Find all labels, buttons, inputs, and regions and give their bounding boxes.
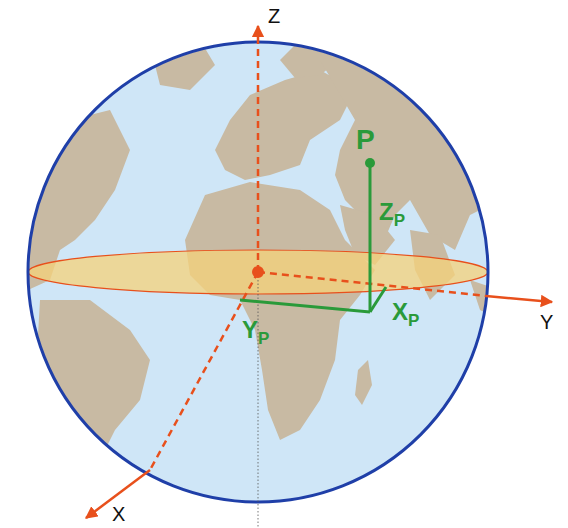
axis-label: Z — [268, 6, 280, 26]
y-axis-arrow — [486, 296, 552, 302]
z-axis — [257, 42, 260, 272]
component-label: YP — [242, 318, 269, 342]
z-axis-arrow — [257, 26, 260, 42]
y-component — [240, 300, 370, 312]
point-label: P — [356, 126, 375, 154]
z-component — [369, 163, 372, 312]
axis-label: Y — [540, 312, 553, 332]
x-axis — [150, 272, 258, 470]
y-axis — [258, 272, 486, 296]
continents — [28, 38, 500, 510]
component-label: XP — [392, 300, 419, 324]
globe-outline — [28, 42, 488, 502]
component-label: ZP — [379, 200, 405, 224]
point-p — [365, 158, 375, 168]
x-component — [370, 287, 386, 312]
origin-dot — [252, 266, 264, 278]
axis-label: X — [112, 504, 125, 524]
